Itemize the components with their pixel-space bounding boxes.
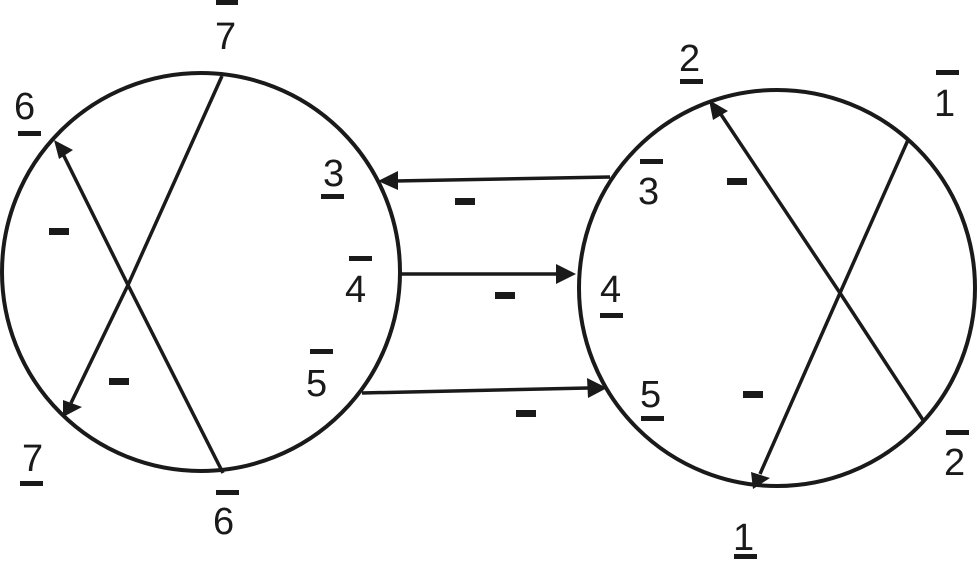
arrowhead-icon — [709, 100, 728, 120]
overline-mark — [349, 256, 372, 261]
overline-mark — [216, 490, 239, 495]
label-6-overline-bottom: 6 — [213, 501, 234, 543]
right-circle-outline — [577, 88, 977, 488]
underline-mark — [321, 194, 344, 199]
label-4-underline: 4 — [600, 269, 621, 311]
label-5-underline: 5 — [640, 374, 661, 416]
label-3-underline: 3 — [323, 153, 344, 195]
arrowhead-icon — [751, 472, 770, 489]
connectors — [361, 171, 611, 417]
overline-mark — [310, 349, 333, 354]
right-arrow-to-1 — [758, 292, 842, 475]
label-6-underline: 6 — [14, 86, 35, 128]
left-chord-lower — [126, 284, 225, 474]
sign-minus-left-upper — [49, 228, 69, 235]
underline-mark — [734, 554, 757, 559]
left-circle — [0, 71, 402, 474]
sign-minus-connector-5 — [516, 410, 536, 417]
label-5-overline: 5 — [306, 363, 327, 405]
label-1-overline-top: 1 — [934, 83, 955, 125]
underline-mark — [600, 313, 623, 318]
overline-mark — [216, 0, 238, 5]
right-arrow-to-2 — [716, 109, 842, 294]
sign-minus-right-upper — [727, 178, 747, 185]
left-labels: 7 6 3 4 5 7 6 — [14, 0, 372, 543]
label-7-underline: 7 — [22, 438, 43, 480]
connector-5 — [361, 386, 589, 395]
label-2-overline-bottom: 2 — [944, 442, 965, 484]
connector-3 — [394, 175, 611, 183]
right-circle — [577, 88, 977, 489]
sign-minus-right-lower — [743, 391, 763, 398]
underline-mark — [20, 481, 43, 486]
arrowhead-icon — [556, 264, 576, 284]
sign-minus-connector-3 — [455, 198, 475, 205]
left-arrow-to-7 — [69, 284, 130, 404]
arrowhead-icon — [54, 140, 73, 159]
sign-minus-connector-4 — [495, 292, 515, 299]
label-1-underline-bottom: 1 — [733, 517, 754, 559]
overline-mark — [946, 430, 969, 435]
underline-mark — [641, 416, 664, 421]
overline-mark — [640, 159, 663, 164]
left-circle-outline — [0, 71, 402, 473]
underline-mark — [18, 131, 41, 136]
arrowhead-icon — [378, 171, 398, 190]
right-chord-from-1bar — [838, 139, 910, 294]
left-chord-upper — [126, 75, 224, 286]
underline-mark — [680, 79, 703, 84]
label-7-overline-top: 7 — [215, 16, 236, 58]
label-3-overline: 3 — [638, 171, 659, 213]
left-arrow-to-6 — [60, 151, 130, 286]
right-labels: 2 1 3 4 5 2 1 — [600, 38, 969, 559]
arrowhead-icon — [63, 400, 82, 417]
overline-mark — [936, 70, 959, 75]
label-4-overline: 4 — [345, 269, 366, 311]
arrowhead-icon — [587, 378, 607, 398]
right-chord-from-2bar — [838, 292, 925, 421]
sign-minus-left-lower — [109, 378, 129, 385]
label-2-underline: 2 — [679, 38, 700, 80]
